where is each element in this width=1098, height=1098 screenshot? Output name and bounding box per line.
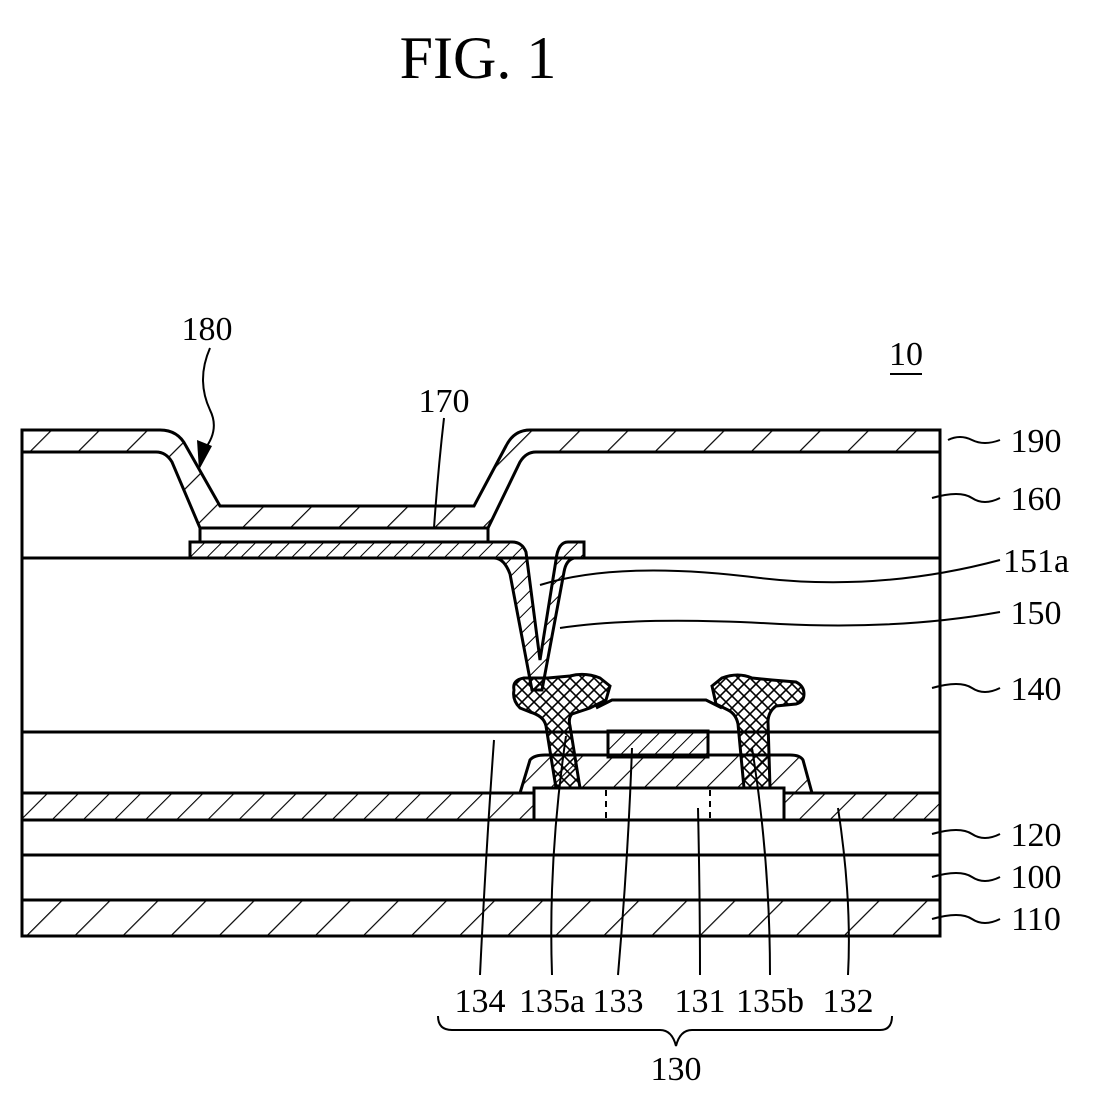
leader-160: [932, 494, 1000, 502]
label-133: 133: [593, 983, 644, 1020]
label-120: 120: [1011, 817, 1062, 854]
buffer-120: [22, 820, 940, 855]
leader-110: [932, 915, 1000, 923]
label-150: 150: [1011, 595, 1062, 632]
gate-electrode-133: [608, 731, 708, 757]
label-170: 170: [419, 383, 470, 420]
active-layer-131: [534, 788, 784, 820]
emission-layer-170: [200, 528, 488, 542]
label-130: 130: [651, 1051, 702, 1088]
label-160: 160: [1011, 481, 1062, 518]
brace-130: [438, 1016, 892, 1046]
substrate-100: [22, 855, 940, 900]
label-151a: 151a: [1003, 543, 1069, 580]
label-134: 134: [455, 983, 506, 1020]
arrow-180-head: [197, 440, 212, 470]
device-label: 10: [889, 336, 923, 373]
label-110: 110: [1011, 901, 1061, 938]
label-135b: 135b: [736, 983, 804, 1020]
leader-100: [932, 873, 1000, 881]
figure-title: FIG. 1: [400, 25, 557, 91]
layer-140: [22, 558, 940, 732]
label-190: 190: [1011, 423, 1062, 460]
label-100: 100: [1011, 859, 1062, 896]
leader-120: [932, 830, 1000, 838]
label-131: 131: [675, 983, 726, 1020]
label-140: 140: [1011, 671, 1062, 708]
label-132: 132: [823, 983, 874, 1020]
label-180: 180: [182, 311, 233, 348]
label-135a: 135a: [519, 983, 585, 1020]
layer-110: [22, 900, 940, 936]
arrow-180-line: [203, 348, 214, 450]
leader-140: [932, 684, 1000, 692]
leader-190: [948, 437, 1000, 443]
